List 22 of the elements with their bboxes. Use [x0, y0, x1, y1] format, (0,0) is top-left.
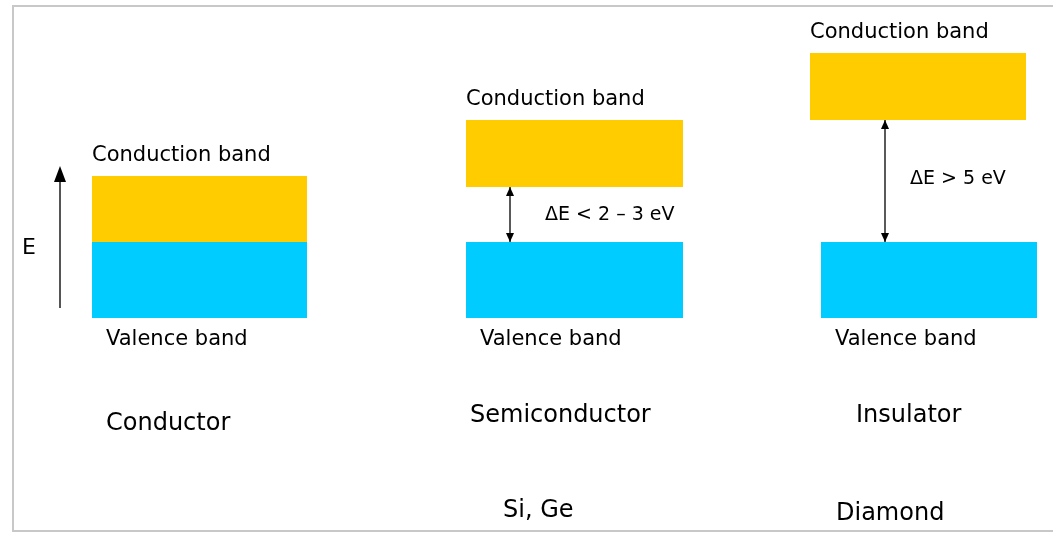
band-label: Valence band: [480, 328, 622, 349]
band-label: Conduction band: [466, 88, 645, 109]
caption-label: Insulator: [856, 402, 962, 426]
band-label: Valence band: [835, 328, 977, 349]
double-arrow: [506, 186, 514, 243]
axis-label: E: [22, 236, 36, 258]
energy-band: [821, 242, 1037, 318]
caption-label: Si, Ge: [503, 497, 574, 521]
energy-band: [92, 176, 307, 242]
energy-band: [466, 242, 683, 318]
band-label: Valence band: [106, 328, 248, 349]
caption-label: Conductor: [106, 410, 231, 434]
double-arrow: [881, 119, 889, 243]
energy-band: [466, 120, 683, 187]
caption-label: Diamond: [836, 500, 945, 524]
band-label: Conduction band: [92, 144, 271, 165]
energy-band: [810, 53, 1026, 120]
edge-label: ΔE < 2 – 3 eV: [545, 204, 675, 223]
caption-label: Semiconductor: [470, 402, 651, 426]
edge-label: ΔE > 5 eV: [910, 168, 1006, 187]
energy-band: [92, 242, 307, 318]
band-label: Conduction band: [810, 21, 989, 42]
